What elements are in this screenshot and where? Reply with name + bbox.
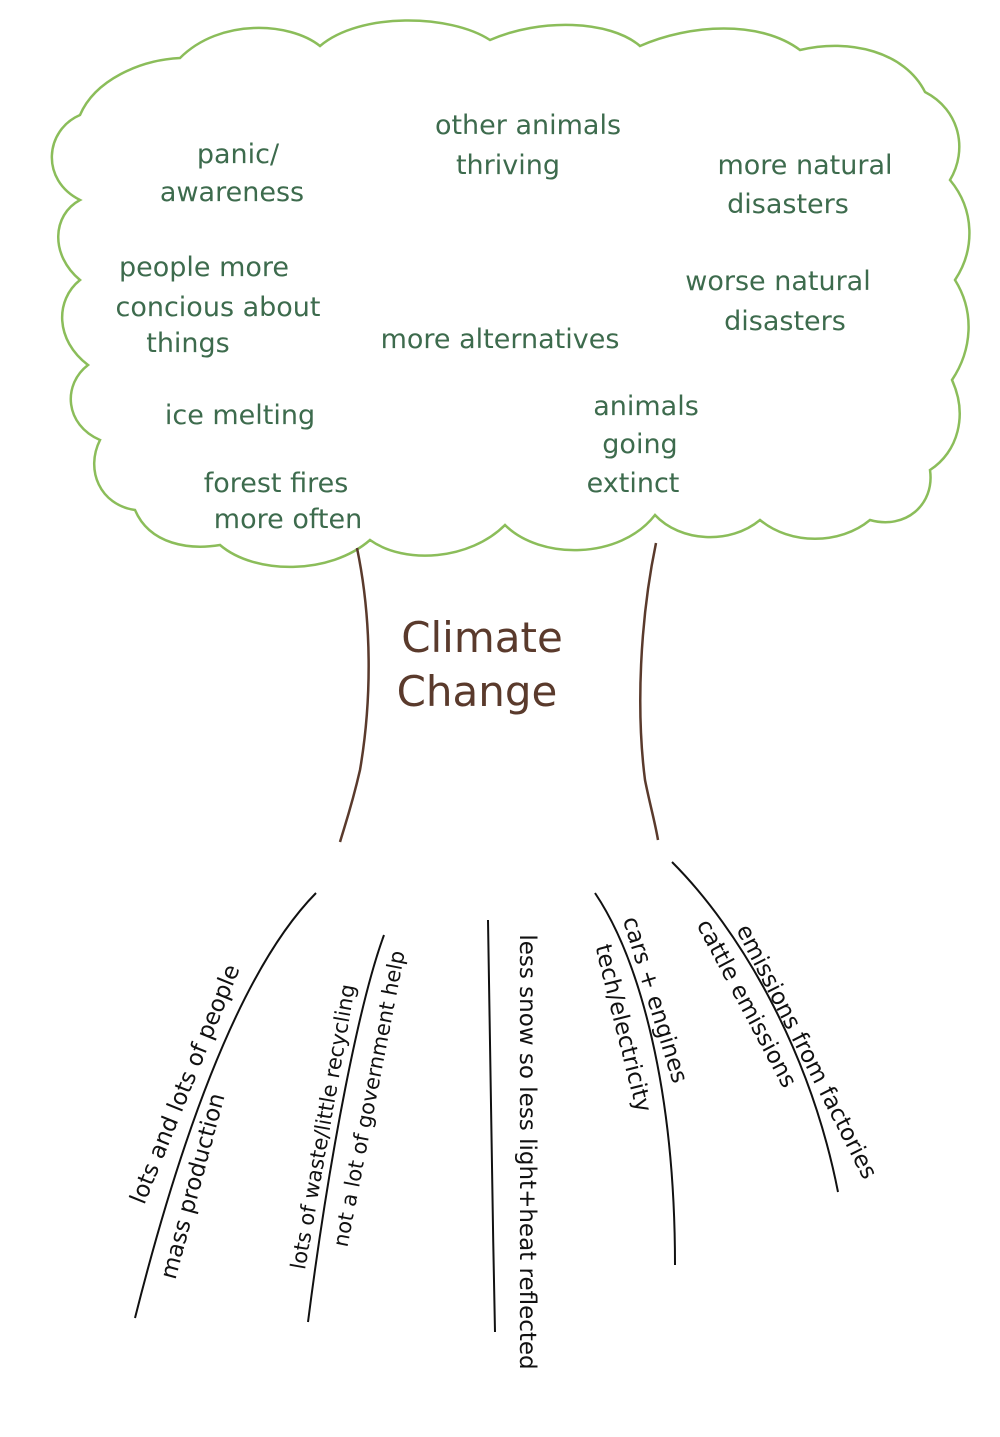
effect-forest-fires-more-often: forest fires more often [204,468,362,535]
cause-less-snow: less snow so less light+heat reflected [514,934,540,1369]
svg-text:going: going [602,429,677,460]
svg-text:extinct: extinct [587,468,680,499]
root-line-1 [134,892,317,1319]
svg-text:concious about: concious about [115,292,320,323]
crown-outline [50,19,971,569]
svg-text:thriving: thriving [456,150,560,181]
svg-text:ice melting: ice melting [165,400,315,431]
effect-animals-going-extinct: animals going extinct [587,391,699,499]
svg-text:more often: more often [214,504,362,535]
root-line-4 [594,892,676,1266]
root-line-2 [307,934,385,1323]
trunk-left-line [338,547,370,843]
cause-lots-of-people: lots and lots of people mass production [126,961,246,1282]
cause-emissions: emissions from factories cattle emission… [691,915,882,1183]
effect-panic-awareness: panic/ awareness [160,139,304,208]
svg-text:forest fires: forest fires [204,468,349,499]
svg-text:people more: people more [119,252,289,283]
svg-text:worse natural: worse natural [685,266,870,297]
svg-text:more alternatives: more alternatives [381,324,620,355]
effect-worse-natural-disasters: worse natural disasters [685,266,870,337]
root-line-5 [671,861,839,1193]
svg-text:animals: animals [593,391,699,422]
svg-text:awareness: awareness [160,177,304,208]
svg-text:disasters: disasters [727,189,849,220]
effect-more-natural-disasters: more natural disasters [717,150,892,220]
effect-other-animals-thriving: other animals thriving [435,110,621,181]
diagram-title-line-2: Change [397,667,558,716]
svg-text:disasters: disasters [724,306,846,337]
cause-waste-recycling: lots of waste/little recycling not a lot… [286,949,409,1272]
diagram-title-line-1: Climate [401,613,563,662]
svg-text:more natural: more natural [717,150,892,181]
svg-text:emissions from factories: emissions from factories [731,920,882,1183]
root-line-3 [487,919,496,1333]
effect-more-alternatives: more alternatives [381,324,620,355]
svg-text:panic/: panic/ [197,139,280,170]
svg-text:less snow so less light+heat r: less snow so less light+heat reflected [514,934,540,1369]
svg-text:things: things [146,328,230,359]
effect-ice-melting: ice melting [165,400,315,431]
svg-text:other animals: other animals [435,110,621,141]
cause-cars-tech: cars + engines tech/electricity [589,914,692,1115]
effect-people-more-concious: people more concious about things [115,252,320,359]
trunk-right-line [639,542,660,841]
